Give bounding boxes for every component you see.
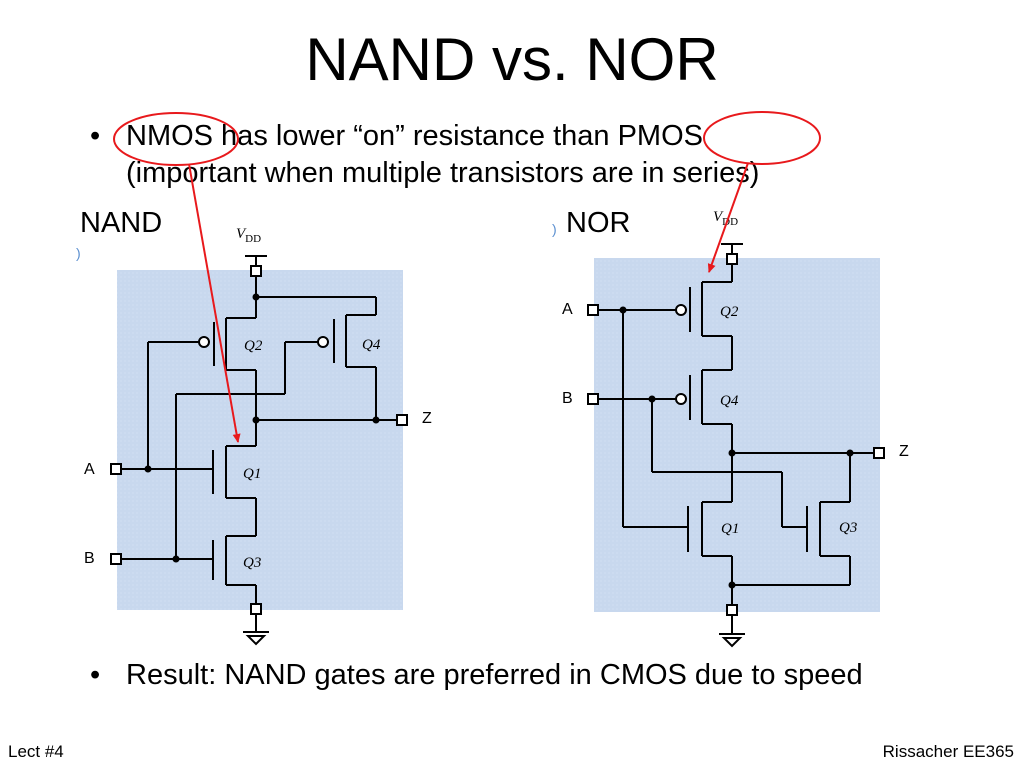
nor-q4-label: Q4 xyxy=(720,393,739,409)
nand-q4-label: Q4 xyxy=(362,337,381,353)
bullet-result: • Result: NAND gates are preferred in CM… xyxy=(90,657,956,694)
nand-q3-label: Q3 xyxy=(243,555,261,571)
nor-q1-label: Q1 xyxy=(721,521,739,537)
slide-title: NAND vs. NOR xyxy=(305,26,719,93)
pmos-arrow xyxy=(707,162,749,273)
footer-author: Rissacher EE365 xyxy=(882,742,1014,761)
nor-q2-label: Q2 xyxy=(720,304,739,320)
nand-junctions xyxy=(144,293,380,563)
nor-output-z-label: Z xyxy=(899,443,909,460)
pmos-word: PMOS xyxy=(617,120,703,152)
nor-circuit: ) xyxy=(552,209,909,648)
nmos-word: NMOS xyxy=(126,120,213,152)
footer-lecture: Lect #4 xyxy=(8,742,64,761)
nand-input-b-label: B xyxy=(84,550,95,567)
nand-background xyxy=(117,270,403,610)
bullet1-middle-text: has lower “on” resistance than xyxy=(213,120,618,152)
nor-terminals xyxy=(587,253,885,616)
nor-caption: NOR xyxy=(566,207,631,239)
nand-vdd-label: VDD xyxy=(236,226,261,245)
nand-caption: NAND xyxy=(80,207,163,239)
nor-q3-label: Q3 xyxy=(839,520,857,536)
bullet1-second-line: (important when multiple transistors are… xyxy=(126,157,760,189)
pmos-highlight-circle xyxy=(703,111,821,165)
nand-input-a-label: A xyxy=(84,461,95,478)
nor-junctions xyxy=(619,306,854,589)
bullet-marker: • xyxy=(90,120,101,152)
nand-wires xyxy=(121,255,397,646)
nor-wires xyxy=(598,243,874,648)
nand-q1-label: Q1 xyxy=(243,466,261,482)
nand-q2-label: Q2 xyxy=(244,338,263,354)
nor-input-a-label: A xyxy=(562,301,573,318)
nand-fragment-mark: ) xyxy=(76,245,81,261)
annotations xyxy=(113,111,821,443)
nor-background xyxy=(594,258,880,612)
nor-input-b-label: B xyxy=(562,390,573,407)
nand-output-z-label: Z xyxy=(422,410,432,427)
bullet-nmos-resistance: • NMOS has lower “on” resistance than PM… xyxy=(90,118,986,192)
bullet-marker: • xyxy=(90,659,101,691)
nand-circuit: ) xyxy=(76,226,432,646)
bullet2-text: Result: NAND gates are preferred in CMOS… xyxy=(126,659,863,691)
nmos-arrow xyxy=(188,163,241,443)
nand-terminals xyxy=(110,265,408,615)
nor-fragment-mark: ) xyxy=(552,221,557,237)
nmos-highlight-circle xyxy=(113,112,239,166)
